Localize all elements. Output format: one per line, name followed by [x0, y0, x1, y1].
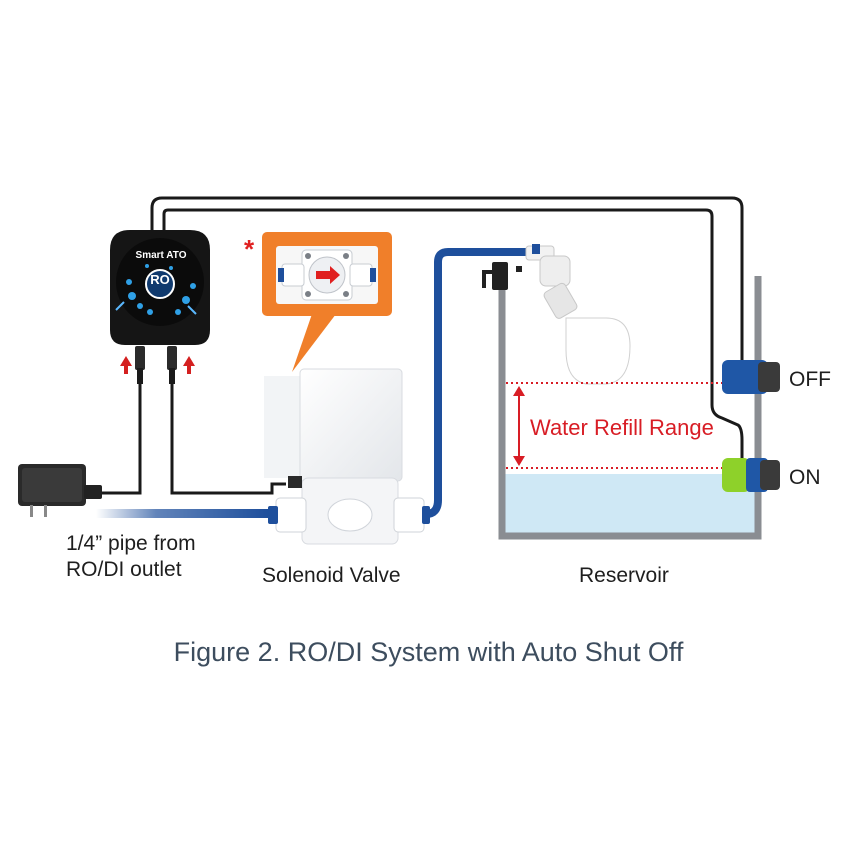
inlet-pipe-label: 1/4” pipe from RO/DI outlet: [66, 531, 196, 583]
callout-asterisk: *: [244, 234, 255, 264]
water-refill-range: [506, 382, 722, 469]
solenoid-valve-label: Solenoid Valve: [262, 564, 401, 587]
inlet-pipe: [96, 509, 268, 518]
inlet-pipe-label-line1: 1/4” pipe from: [66, 532, 196, 555]
figure-caption: Figure 2. RO/DI System with Auto Shut Of…: [173, 637, 684, 667]
on-label: ON: [789, 466, 821, 489]
valve-callout: [262, 232, 392, 372]
float-sensor-icon: [722, 360, 780, 492]
dc-plug-right: [167, 346, 177, 384]
sensor-cables: [150, 196, 744, 462]
controller-ro-badge: RO: [150, 272, 170, 287]
dc-plug-left: [135, 346, 145, 384]
reservoir-tank: [498, 276, 762, 540]
inlet-pipe-label-line2: RO/DI outlet: [66, 558, 182, 581]
float-valve-icon: [482, 244, 631, 385]
reservoir-label: Reservoir: [579, 564, 669, 587]
solenoid-valve-icon: [264, 368, 430, 545]
power-cables: [100, 382, 286, 495]
power-adapter-icon: [18, 464, 102, 517]
controller-title: Smart ATO: [135, 250, 187, 261]
off-label: OFF: [789, 368, 831, 391]
water-refill-range-label: Water Refill Range: [530, 415, 714, 440]
outlet-pipe: [425, 248, 530, 518]
arrow-up-icon: [120, 356, 195, 374]
smart-ato-controller: [110, 230, 210, 345]
